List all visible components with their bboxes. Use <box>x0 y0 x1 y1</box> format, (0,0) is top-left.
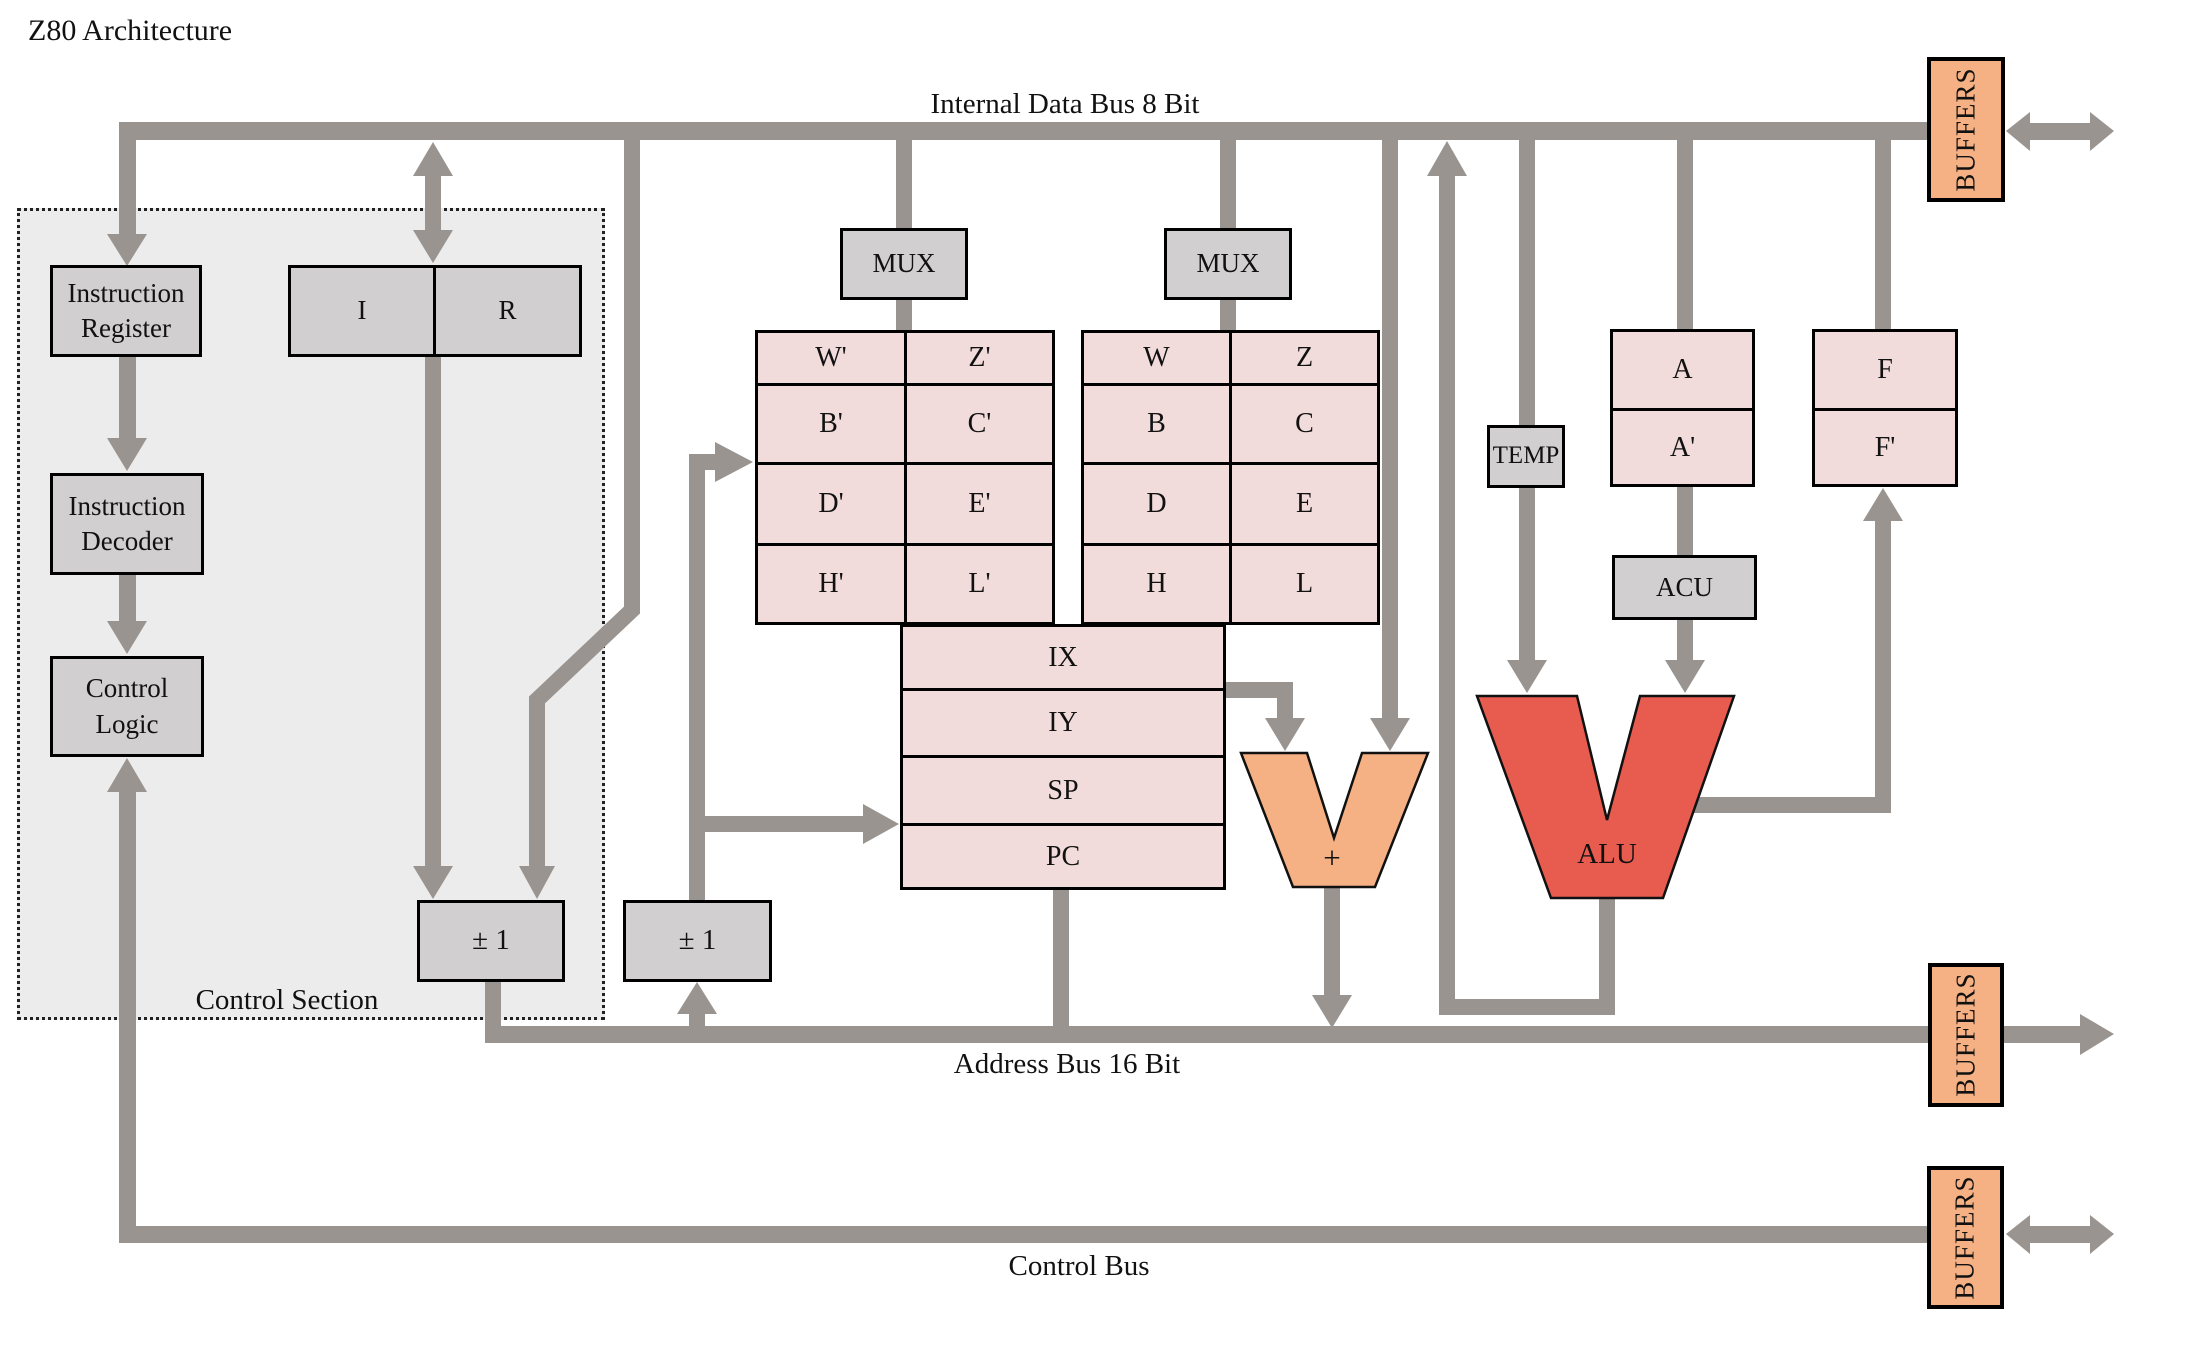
internal-data-bus-line <box>119 122 1927 140</box>
control-bus-label: Control Bus <box>1008 1250 1150 1282</box>
register-cell-z: Z <box>1229 330 1380 386</box>
register-cell-b: B <box>1081 383 1232 465</box>
arrow-into-adder-right-icon <box>1370 718 1410 751</box>
register-cell-sp: SP <box>900 755 1226 826</box>
arrow-into-inner-incrementer-right-icon <box>519 866 555 899</box>
arrow-temp-into-alu-icon <box>1507 660 1547 693</box>
arrow-into-alternate-registers-icon <box>715 442 753 482</box>
control-buffer-right-arrow-icon <box>2090 1215 2114 1254</box>
arrow-alu-result-to-bus-icon <box>1427 141 1467 176</box>
register-cell-iy: IY <box>900 688 1226 758</box>
arrow-into-instruction-register-icon <box>107 234 147 266</box>
register-cell-d-alt: D' <box>755 462 907 546</box>
address-bus-buffer-label: BUFFERS <box>1950 972 1981 1098</box>
incrementer-inner-box: ± 1 <box>417 900 565 982</box>
register-cell-pc: PC <box>900 823 1226 890</box>
data-bus-buffer-box: BUFFERS <box>1927 57 2005 202</box>
mux-right-box: MUX <box>1164 228 1292 300</box>
page-title: Z80 Architecture <box>28 14 233 47</box>
adder-funnel-shape <box>1239 751 1430 889</box>
register-cell-l: L <box>1229 543 1380 625</box>
address-bus-label: Address Bus 16 Bit <box>953 1048 1181 1080</box>
instruction-decoder-box: Instruction Decoder <box>50 473 204 575</box>
control-bus-buffer-label: BUFFERS <box>1949 1175 1980 1300</box>
adder-plus-label: + <box>1323 840 1341 875</box>
arrow-down-to-ir-register-icon <box>413 230 453 263</box>
f-alt-register-box: F' <box>1812 408 1958 487</box>
control-logic-box: Control Logic <box>50 656 204 757</box>
a-register-box: A <box>1610 329 1755 411</box>
f-register-box: F <box>1812 329 1958 411</box>
register-cell-z-alt: Z' <box>904 330 1055 386</box>
arrow-adder-to-address-bus-icon <box>1312 995 1352 1028</box>
alu-funnel-shape <box>1475 694 1736 900</box>
address-buffer-out-arrow-icon <box>2080 1014 2114 1055</box>
arrow-into-adder-left-icon <box>1265 718 1305 751</box>
acu-box: ACU <box>1612 555 1757 620</box>
a-alt-register-box: A' <box>1610 408 1755 487</box>
arrow-into-inner-incrementer-left-icon <box>413 866 453 899</box>
register-cell-l-alt: L' <box>904 543 1055 625</box>
temp-register-box: TEMP <box>1487 425 1565 488</box>
register-cell-d: D <box>1081 462 1232 546</box>
register-cell-e: E <box>1229 462 1380 546</box>
register-cell-w-alt: W' <box>755 330 907 386</box>
arrow-into-sp-register-icon <box>863 804 899 844</box>
register-cell-w: W <box>1081 330 1232 386</box>
data-buffer-left-arrow-icon <box>2006 112 2030 151</box>
register-cell-c-alt: C' <box>904 383 1055 465</box>
arrow-control-bus-into-control-logic-icon <box>107 758 147 792</box>
register-cell-b-alt: B' <box>755 383 907 465</box>
instruction-register-box: Instruction Register <box>50 265 202 357</box>
control-bus-line <box>119 1226 1927 1243</box>
bus-lines <box>107 112 2114 1254</box>
arrow-acu-into-alu-icon <box>1665 660 1705 693</box>
register-cell-c: C <box>1229 383 1380 465</box>
address-bus-buffer-box: BUFFERS <box>1928 963 2004 1107</box>
incrementer-outer-box: ± 1 <box>623 900 772 982</box>
register-cell-h-alt: H' <box>755 543 907 625</box>
arrow-up-to-data-bus-icon <box>413 142 453 176</box>
arrow-address-bus-into-outer-incrementer-icon <box>677 982 717 1014</box>
data-buffer-right-arrow-icon <box>2090 112 2114 151</box>
data-bus-buffer-label: BUFFERS <box>1950 67 1981 192</box>
control-buffer-left-arrow-icon <box>2006 1215 2030 1254</box>
register-cell-h: H <box>1081 543 1232 625</box>
arrow-into-control-logic-icon <box>107 621 147 654</box>
arrow-into-instruction-decoder-icon <box>107 438 147 471</box>
alu-label: ALU <box>1577 838 1637 870</box>
mux-left-box: MUX <box>840 228 968 300</box>
control-section-label: Control Section <box>195 984 379 1016</box>
i-register-box: I <box>288 265 436 357</box>
data-bus-label: Internal Data Bus 8 Bit <box>930 88 1200 120</box>
address-bus-line <box>485 1026 1928 1043</box>
register-cell-e-alt: E' <box>904 462 1055 546</box>
control-bus-buffer-box: BUFFERS <box>1927 1166 2004 1309</box>
r-register-box: R <box>433 265 582 357</box>
register-cell-ix: IX <box>900 624 1226 691</box>
arrow-alu-into-f-alt-icon <box>1863 488 1903 521</box>
